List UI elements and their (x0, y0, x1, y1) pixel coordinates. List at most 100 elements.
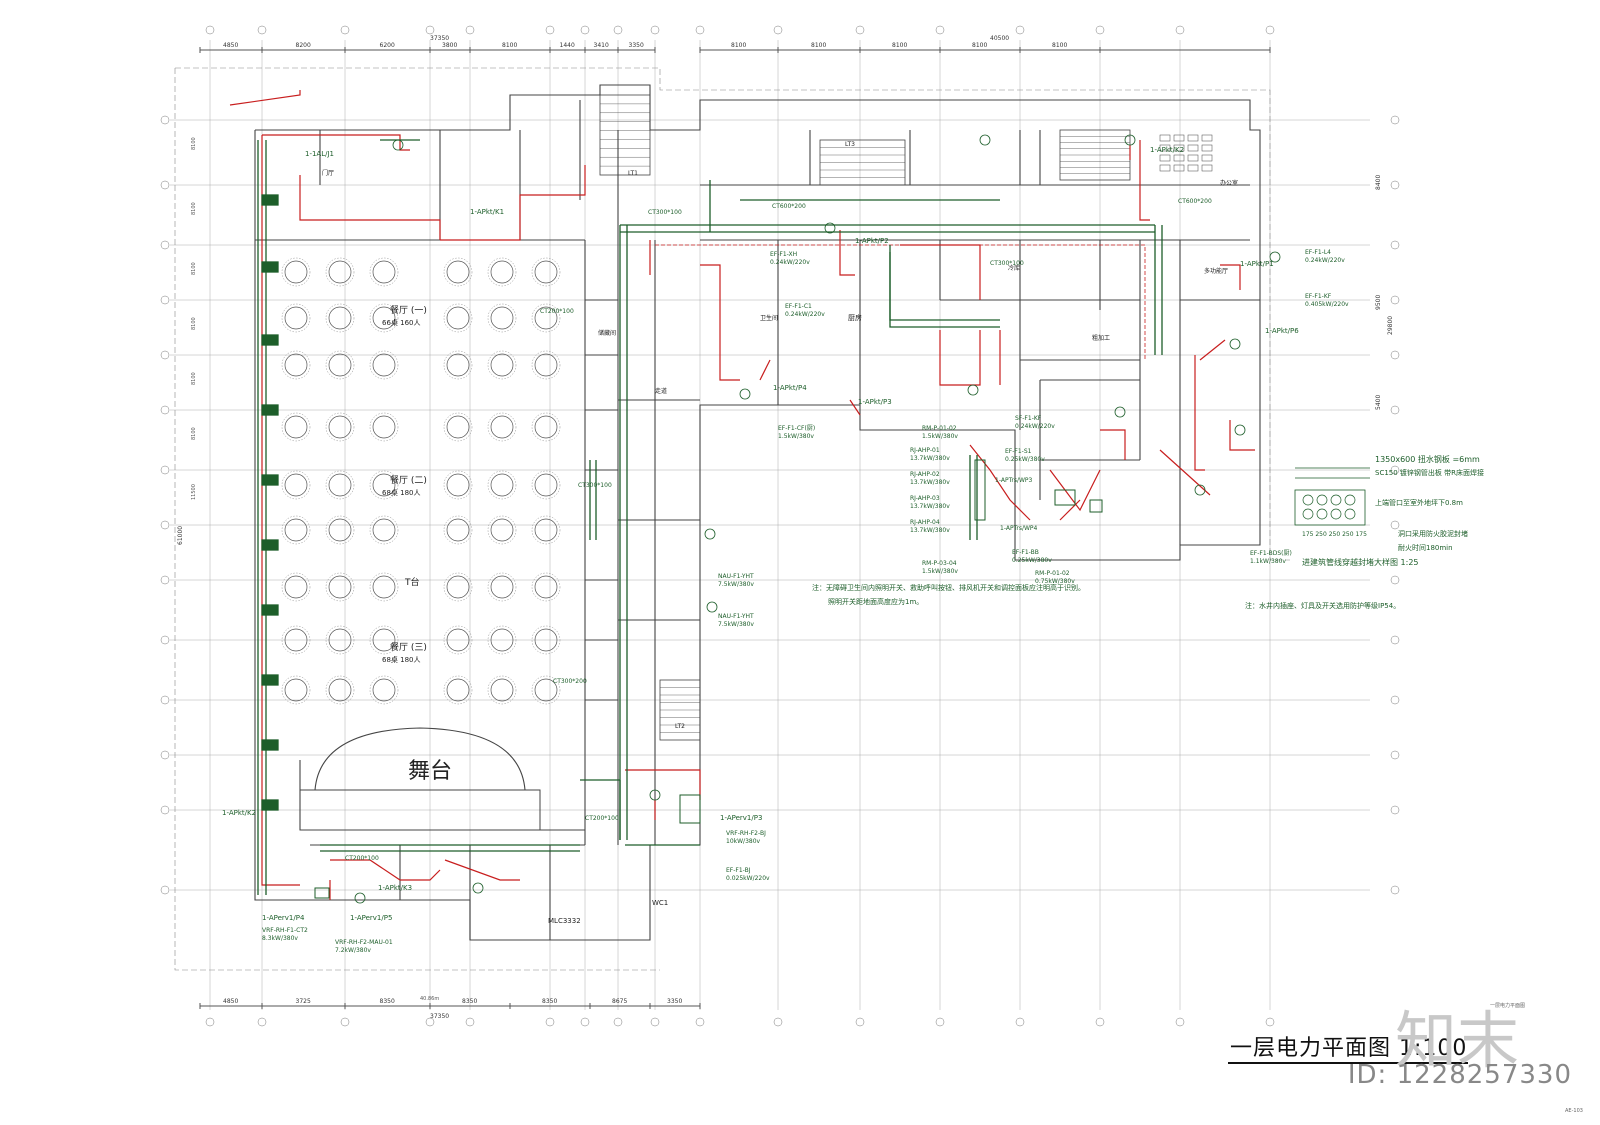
axis-bubble (160, 520, 170, 530)
table-chairs (369, 257, 399, 287)
table-chairs (531, 625, 561, 655)
axis-bubble (160, 750, 170, 760)
axis-bubble (855, 25, 865, 35)
dim-label: 8350 (462, 998, 477, 1005)
round-table (284, 260, 308, 284)
seal-note: SC150 镀锌钢管出板 带R床面焊接 (1375, 468, 1484, 477)
distribution-box (261, 334, 279, 346)
axis-bubble (160, 180, 170, 190)
room-hall-2: 餐厅 (二) (390, 474, 427, 486)
round-table (446, 260, 470, 284)
table-chairs (443, 350, 473, 380)
distribution-box (261, 799, 279, 811)
cable-tray (889, 245, 1000, 321)
dim-label: 8100 (892, 42, 907, 49)
round-table (534, 415, 558, 439)
dim-total: 37350 (430, 1013, 449, 1020)
panel-box (1089, 499, 1103, 513)
equip-rating: 7.5kW/380v (718, 581, 754, 588)
dim-right-total: 29800 (1387, 316, 1394, 335)
axis-bubble (1390, 695, 1400, 705)
power-circuit (1220, 264, 1241, 290)
round-table (372, 473, 396, 497)
round-table (490, 306, 514, 330)
equip-tag: EF-F1-S1 (1005, 448, 1032, 455)
round-table (534, 473, 558, 497)
dim-total: 37350 (430, 35, 449, 42)
power-circuit (849, 399, 861, 416)
equip-tag: NAU-F1-YHT (718, 613, 754, 620)
power-circuit (1229, 420, 1255, 451)
office-desk (1159, 164, 1171, 172)
table-chairs (531, 257, 561, 287)
distribution-box (261, 604, 279, 616)
room-meeting: 多功能厅 (1204, 267, 1228, 275)
equipment-symbol (706, 601, 718, 613)
equipment-symbol (472, 882, 484, 894)
round-table (328, 306, 352, 330)
table-chairs (531, 515, 561, 545)
axis-bubble (1390, 885, 1400, 895)
equip-rating: 7.2kW/380v (335, 947, 371, 954)
dim-left: 8100 (191, 427, 197, 440)
table-chairs (443, 675, 473, 705)
room-hall-2-cap: 68桌 180人 (382, 488, 421, 497)
axis-bubble (340, 25, 350, 35)
equip-tag: EF-F1-L4 (1305, 249, 1331, 256)
circuit-label: 1-APkt/P1 (1240, 260, 1274, 268)
axis-bubble (160, 115, 170, 125)
dim-label: 8100 (502, 42, 517, 49)
watermark-logo: 知末 (1395, 1004, 1520, 1077)
office-desk (1187, 154, 1199, 162)
dim-label: 8350 (542, 998, 557, 1005)
power-circuit (1049, 469, 1101, 512)
drawing-title: 一层电力平面图 1:100 (1230, 1036, 1468, 1061)
axis-bubble (695, 1017, 705, 1027)
table-chairs (325, 675, 355, 705)
seal-plate (1294, 467, 1370, 526)
table-chairs (369, 675, 399, 705)
table-chairs (369, 350, 399, 380)
round-table (372, 678, 396, 702)
round-table (534, 306, 558, 330)
circuit-label: 1-APkt/P6 (1265, 327, 1299, 335)
round-table (490, 260, 514, 284)
equip-tag: RM-P-03-04 (922, 560, 957, 567)
table-chairs (325, 257, 355, 287)
dim-left: 11500 (191, 484, 197, 500)
equip-rating: 0.24kW/220v (1015, 423, 1055, 430)
axis-bubble (465, 25, 475, 35)
power-circuit (1194, 355, 1205, 471)
lift-2: LT2 (675, 723, 685, 730)
office-desk (1201, 144, 1213, 152)
conduit-hole (1344, 494, 1356, 506)
dim-right: 8400 (1375, 175, 1382, 190)
round-table (372, 518, 396, 542)
axis-bubble (613, 1017, 623, 1027)
axis-bubble (205, 25, 215, 35)
room-toilet: 卫生间 (760, 314, 778, 322)
axis-bubble (1265, 25, 1275, 35)
office-desk (1173, 134, 1185, 142)
banquet-tables (281, 257, 561, 705)
power-circuit (1059, 499, 1081, 521)
equipment-symbol (704, 528, 716, 540)
round-table (446, 518, 470, 542)
round-table (490, 353, 514, 377)
dim-label: 3350 (667, 998, 682, 1005)
equip-tag: EF-F1-BDS(厨) (1250, 550, 1292, 557)
dim-label: 8100 (1052, 42, 1067, 49)
round-table (328, 415, 352, 439)
ahp-tag: RJ-AHP-01 (910, 447, 940, 454)
table-chairs (443, 515, 473, 545)
round-table (446, 575, 470, 599)
table-chairs (325, 412, 355, 442)
axis-bubble (257, 1017, 267, 1027)
axis-bubble (160, 350, 170, 360)
power-circuit (1159, 449, 1211, 496)
power-circuit (625, 769, 701, 800)
ahp-tag: RJ-AHP-02 (910, 471, 940, 478)
axis-bubble (1390, 465, 1400, 475)
office-desk (1187, 164, 1199, 172)
dim-label: 8350 (380, 998, 395, 1005)
